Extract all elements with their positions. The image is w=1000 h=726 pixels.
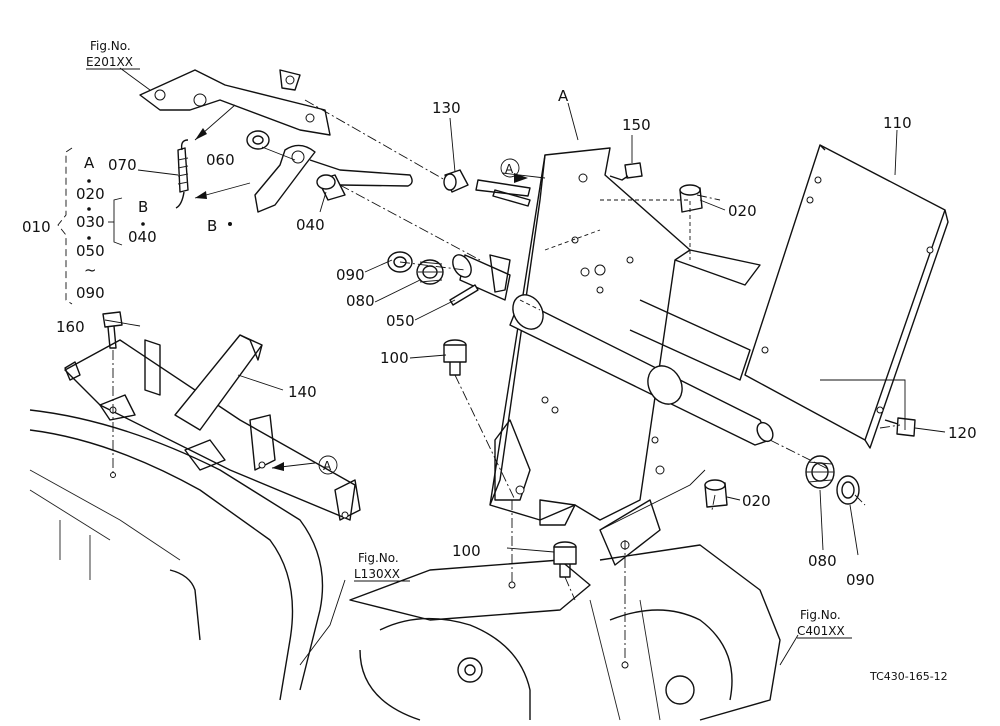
callout-090-lower: 090 (846, 571, 875, 589)
plate-110 (744, 144, 949, 449)
key-dot (87, 236, 91, 240)
assembly-center-lines (110, 99, 901, 669)
lower-support-bracket (64, 311, 361, 521)
callout-070: 070 (108, 156, 137, 174)
key-090: 090 (76, 284, 105, 302)
callout-140: 140 (288, 383, 317, 401)
callout-080-lower: 080 (808, 552, 837, 570)
callout-020-lower: 020 (742, 492, 771, 510)
callout-040: 040 (296, 216, 325, 234)
fig-ref-code-top: E201XX (86, 55, 133, 69)
fig-ref-code-mid: L130XX (354, 567, 400, 581)
callout-080-upper: 080 (346, 292, 375, 310)
fig-ref-label-mid: Fig.No. (358, 551, 399, 565)
part-callouts: 130 150 110 020 060 070 040 010 090 080 … (22, 99, 977, 589)
callout-090-upper: 090 (336, 266, 365, 284)
callout-110: 110 (883, 114, 912, 132)
callout-020-upper: 020 (728, 202, 757, 220)
callout-100-lower: 100 (452, 542, 481, 560)
ref-circle-a-upper (500, 158, 520, 178)
ref-letter-a-circle-lower: A (323, 459, 332, 473)
key-dot (87, 207, 91, 211)
assembly-key-labels: A 020 030 050 ~ 090 B 040 (76, 154, 157, 302)
b-marker-dot (228, 222, 232, 226)
figure-reference-labels: Fig.No. E201XX Fig.No. L130XX Fig.No. C4… (86, 39, 948, 683)
key-030: 030 (76, 213, 105, 231)
callout-010: 010 (22, 218, 51, 236)
ref-letter-a-circle-upper: A (505, 162, 514, 176)
cross-shaft (452, 254, 774, 446)
callout-leaders (104, 67, 946, 666)
callout-130: 130 (432, 99, 461, 117)
ref-circle-a-lower (318, 455, 338, 475)
assembly-arrows (194, 104, 546, 471)
drawing-code: TC430-165-12 (869, 670, 948, 683)
key-020: 020 (76, 185, 105, 203)
ref-letter-a-top: A (558, 87, 569, 105)
callout-120: 120 (948, 424, 977, 442)
key-dot (141, 222, 145, 226)
assembly-key-010 (57, 147, 123, 305)
fig-ref-label-right: Fig.No. (800, 608, 841, 622)
key-050: 050 (76, 242, 105, 260)
fig-ref-code-right: C401XX (797, 624, 845, 638)
callout-060: 060 (206, 151, 235, 169)
fig-ref-label-top: Fig.No. (90, 39, 131, 53)
pedal-bracket-linkage (139, 69, 531, 213)
main-bracket-plate (489, 147, 761, 566)
key-tilde: ~ (84, 261, 97, 279)
key-040: 040 (128, 228, 157, 246)
key-dot (87, 179, 91, 183)
reference-letters: A B A A (207, 87, 569, 475)
ref-letter-b: B (207, 217, 217, 235)
transmission-housing-outline (29, 409, 781, 721)
key-letter-a: A (84, 154, 95, 172)
key-letter-b: B (138, 198, 148, 216)
callout-150: 150 (622, 116, 651, 134)
callout-050: 050 (386, 312, 415, 330)
callout-100-upper: 100 (380, 349, 409, 367)
callout-160: 160 (56, 318, 85, 336)
